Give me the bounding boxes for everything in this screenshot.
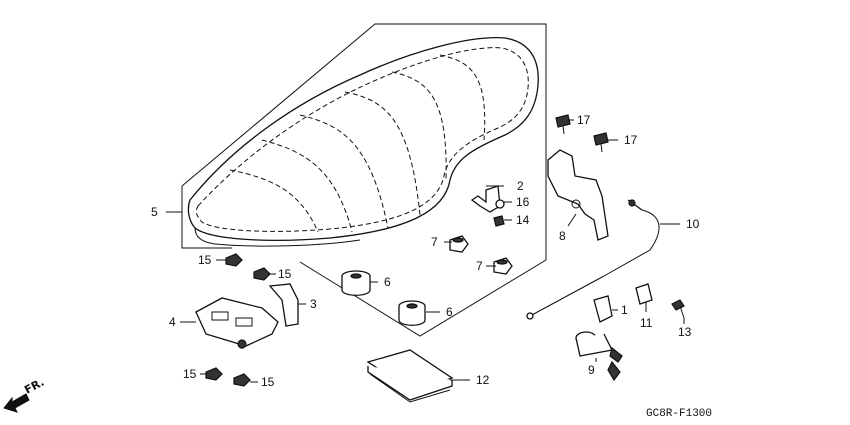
seat-lock-bracket bbox=[547, 149, 609, 241]
callout-17-lower: 17 bbox=[624, 133, 638, 147]
rubber-cushion-lower bbox=[398, 300, 426, 326]
washer bbox=[495, 199, 505, 209]
callout-6-upper: 6 bbox=[384, 275, 391, 289]
callout-7-lower: 7 bbox=[476, 259, 483, 273]
callout-5: 5 bbox=[151, 205, 158, 219]
callout-4: 4 bbox=[169, 315, 176, 329]
nut-lower bbox=[493, 257, 513, 275]
front-direction-arrow: FR. bbox=[3, 376, 46, 413]
nut-15b bbox=[253, 267, 271, 281]
owners-manual bbox=[366, 349, 454, 403]
callout-15-b: 15 bbox=[278, 267, 292, 281]
callout-10: 10 bbox=[686, 217, 700, 231]
callout-8: 8 bbox=[559, 229, 566, 243]
front-direction-label: FR. bbox=[22, 376, 46, 397]
seat-lock-cable bbox=[526, 199, 660, 320]
callout-16: 16 bbox=[516, 195, 530, 209]
callout-15-d: 15 bbox=[261, 375, 275, 389]
callout-1: 1 bbox=[621, 303, 628, 317]
seat-assembly-frame bbox=[181, 23, 547, 337]
bolt-upper bbox=[555, 114, 571, 135]
rubber-cushion-upper bbox=[341, 270, 371, 296]
nut-15a bbox=[225, 253, 243, 267]
callout-9: 9 bbox=[588, 363, 595, 377]
nut-15d bbox=[233, 373, 251, 387]
callout-12: 12 bbox=[476, 373, 490, 387]
callout-17-upper: 17 bbox=[577, 113, 591, 127]
callout-2: 2 bbox=[517, 179, 524, 193]
screw-13 bbox=[671, 299, 685, 319]
callout-3: 3 bbox=[310, 297, 317, 311]
callout-6-lower: 6 bbox=[446, 305, 453, 319]
nut-upper bbox=[449, 235, 469, 253]
bolt-14 bbox=[493, 215, 505, 227]
cable-clip bbox=[593, 295, 613, 323]
callout-15-c: 15 bbox=[183, 367, 197, 381]
bolt-lower bbox=[593, 132, 609, 153]
diagram-code: GC8R-F1300 bbox=[646, 408, 712, 420]
seat-catch bbox=[195, 297, 279, 349]
callout-7-upper: 7 bbox=[431, 235, 438, 249]
callout-15-a: 15 bbox=[198, 253, 212, 267]
seat-lock bbox=[575, 331, 623, 382]
seat-hinge bbox=[268, 283, 299, 327]
leader-lines bbox=[166, 119, 685, 383]
callout-13: 13 bbox=[678, 325, 692, 339]
seat bbox=[187, 37, 539, 247]
cable-clamp bbox=[635, 283, 653, 305]
nut-15c bbox=[205, 367, 223, 381]
seat-bracket bbox=[470, 185, 501, 213]
callout-11: 11 bbox=[640, 316, 653, 330]
callout-14: 14 bbox=[516, 213, 530, 227]
